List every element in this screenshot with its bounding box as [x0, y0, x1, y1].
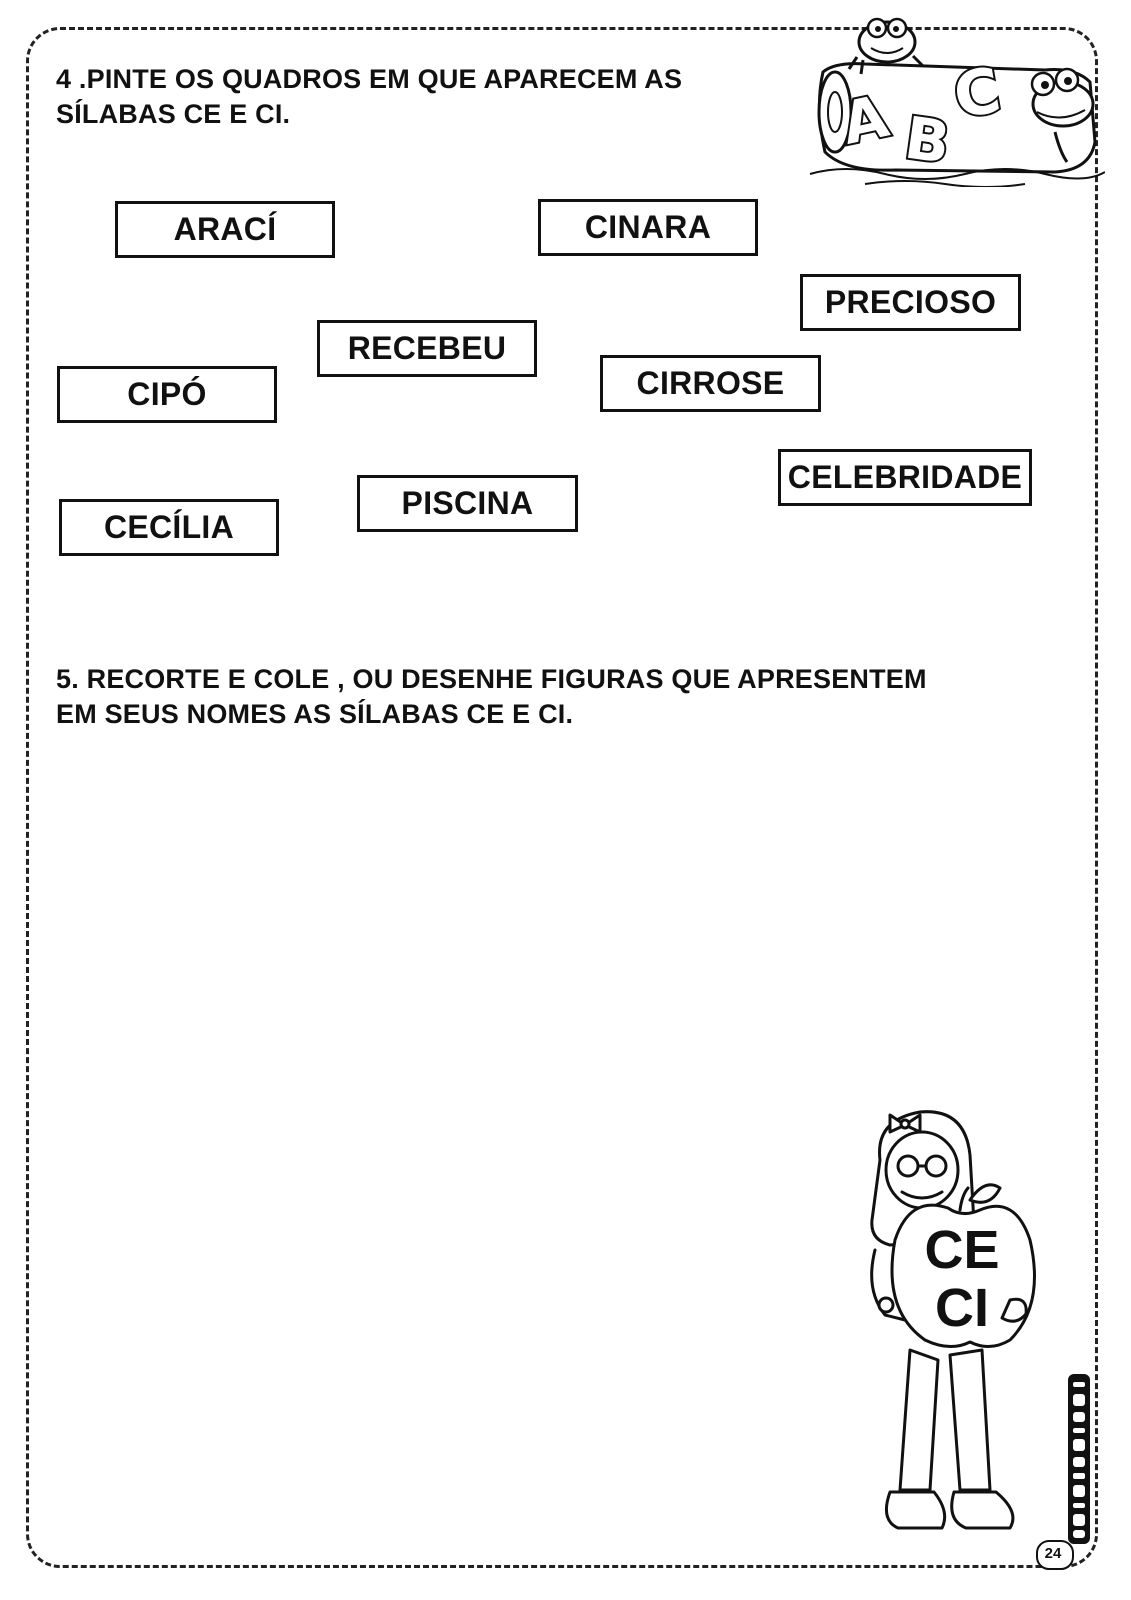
word-box-cipo[interactable]: CIPÓ	[57, 366, 277, 423]
word-box-araci[interactable]: ARACÍ	[115, 201, 335, 258]
word-box-recebeu[interactable]: RECEBEU	[317, 320, 537, 377]
question-5-line-1: 5. RECORTE E COLE , OU DESENHE FIGURAS Q…	[56, 664, 927, 694]
abc-letter-b: B	[901, 104, 954, 177]
page-number: 24	[1044, 1545, 1062, 1562]
ideiacriativa-logo-icon	[1068, 1374, 1090, 1544]
page-border	[26, 27, 1098, 1568]
girl-with-apple-illustration: CE CI	[870, 1110, 1036, 1530]
apple-text-ci: CI	[935, 1278, 989, 1338]
drawing-area[interactable]	[56, 730, 836, 1530]
word-box-precioso[interactable]: PRECIOSO	[800, 274, 1021, 331]
question-4-line-1: 4 .PINTE OS QUADROS EM QUE APARECEM AS	[56, 64, 683, 94]
word-box-cecilia[interactable]: CECÍLIA	[59, 499, 279, 556]
question-4-line-2: SÍLABAS CE E CI.	[56, 99, 291, 129]
word-box-piscina[interactable]: PISCINA	[357, 475, 578, 532]
question-4-instruction: 4 .PINTE OS QUADROS EM QUE APARECEM AS S…	[56, 62, 816, 132]
question-5-line-2: EM SEUS NOMES AS SÍLABAS CE E CI.	[56, 699, 574, 729]
abc-frogs-illustration: A B C	[809, 17, 1105, 187]
word-box-celebridade[interactable]: CELEBRIDADE	[778, 449, 1032, 506]
page-number-badge	[1036, 1540, 1074, 1570]
question-5-instruction: 5. RECORTE E COLE , OU DESENHE FIGURAS Q…	[56, 662, 1056, 732]
apple-text-ce: CE	[924, 1220, 999, 1280]
word-box-cirrose[interactable]: CIRROSE	[600, 355, 821, 412]
word-box-cinara[interactable]: CINARA	[538, 199, 758, 256]
